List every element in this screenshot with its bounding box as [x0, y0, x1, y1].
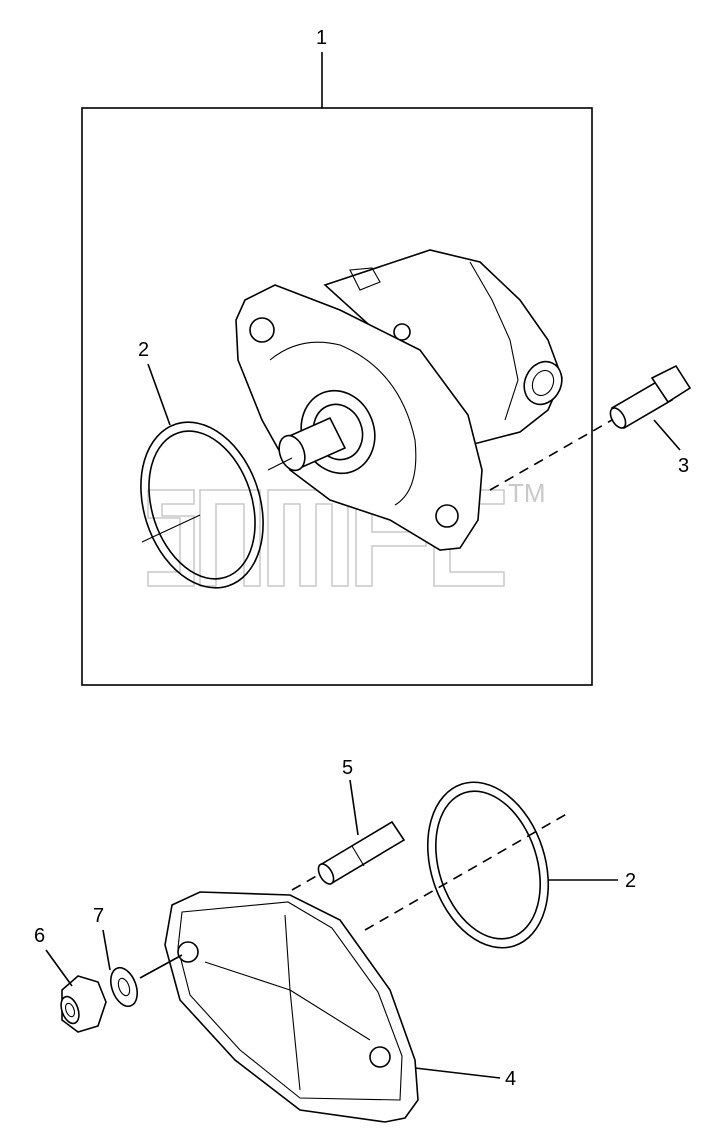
- o-ring-axis-line: [364, 811, 571, 931]
- cover-plate: [164, 891, 419, 1123]
- o-ring-top: [140, 421, 264, 589]
- callout-6: 6: [34, 925, 45, 947]
- leader-6: [45, 949, 73, 987]
- cover-axis-line: [139, 954, 183, 979]
- callout-4: 4: [505, 1068, 516, 1090]
- nut: [60, 975, 107, 1033]
- leader-3: [653, 419, 681, 451]
- bolt-axis-line: [489, 419, 613, 491]
- leader-2-top: [147, 363, 171, 426]
- leader-7: [102, 929, 111, 971]
- callout-5: 5: [342, 757, 353, 779]
- hydraulic-pump: [235, 249, 563, 551]
- leader-5: [349, 779, 359, 836]
- bolt: [609, 364, 692, 430]
- stud: [317, 820, 406, 885]
- callout-2-bottom: 2: [625, 870, 636, 892]
- callout-3: 3: [678, 455, 689, 477]
- assembly-frame: [81, 107, 593, 686]
- leader-4: [414, 1067, 501, 1079]
- callout-7: 7: [93, 905, 104, 927]
- watermark-trademark: TM: [508, 478, 546, 508]
- o-ring-bottom: [426, 781, 550, 949]
- washer: [110, 966, 138, 1008]
- callout-1: 1: [316, 27, 327, 49]
- stud-axis-line: [291, 873, 321, 891]
- callout-2-top: 2: [138, 339, 149, 361]
